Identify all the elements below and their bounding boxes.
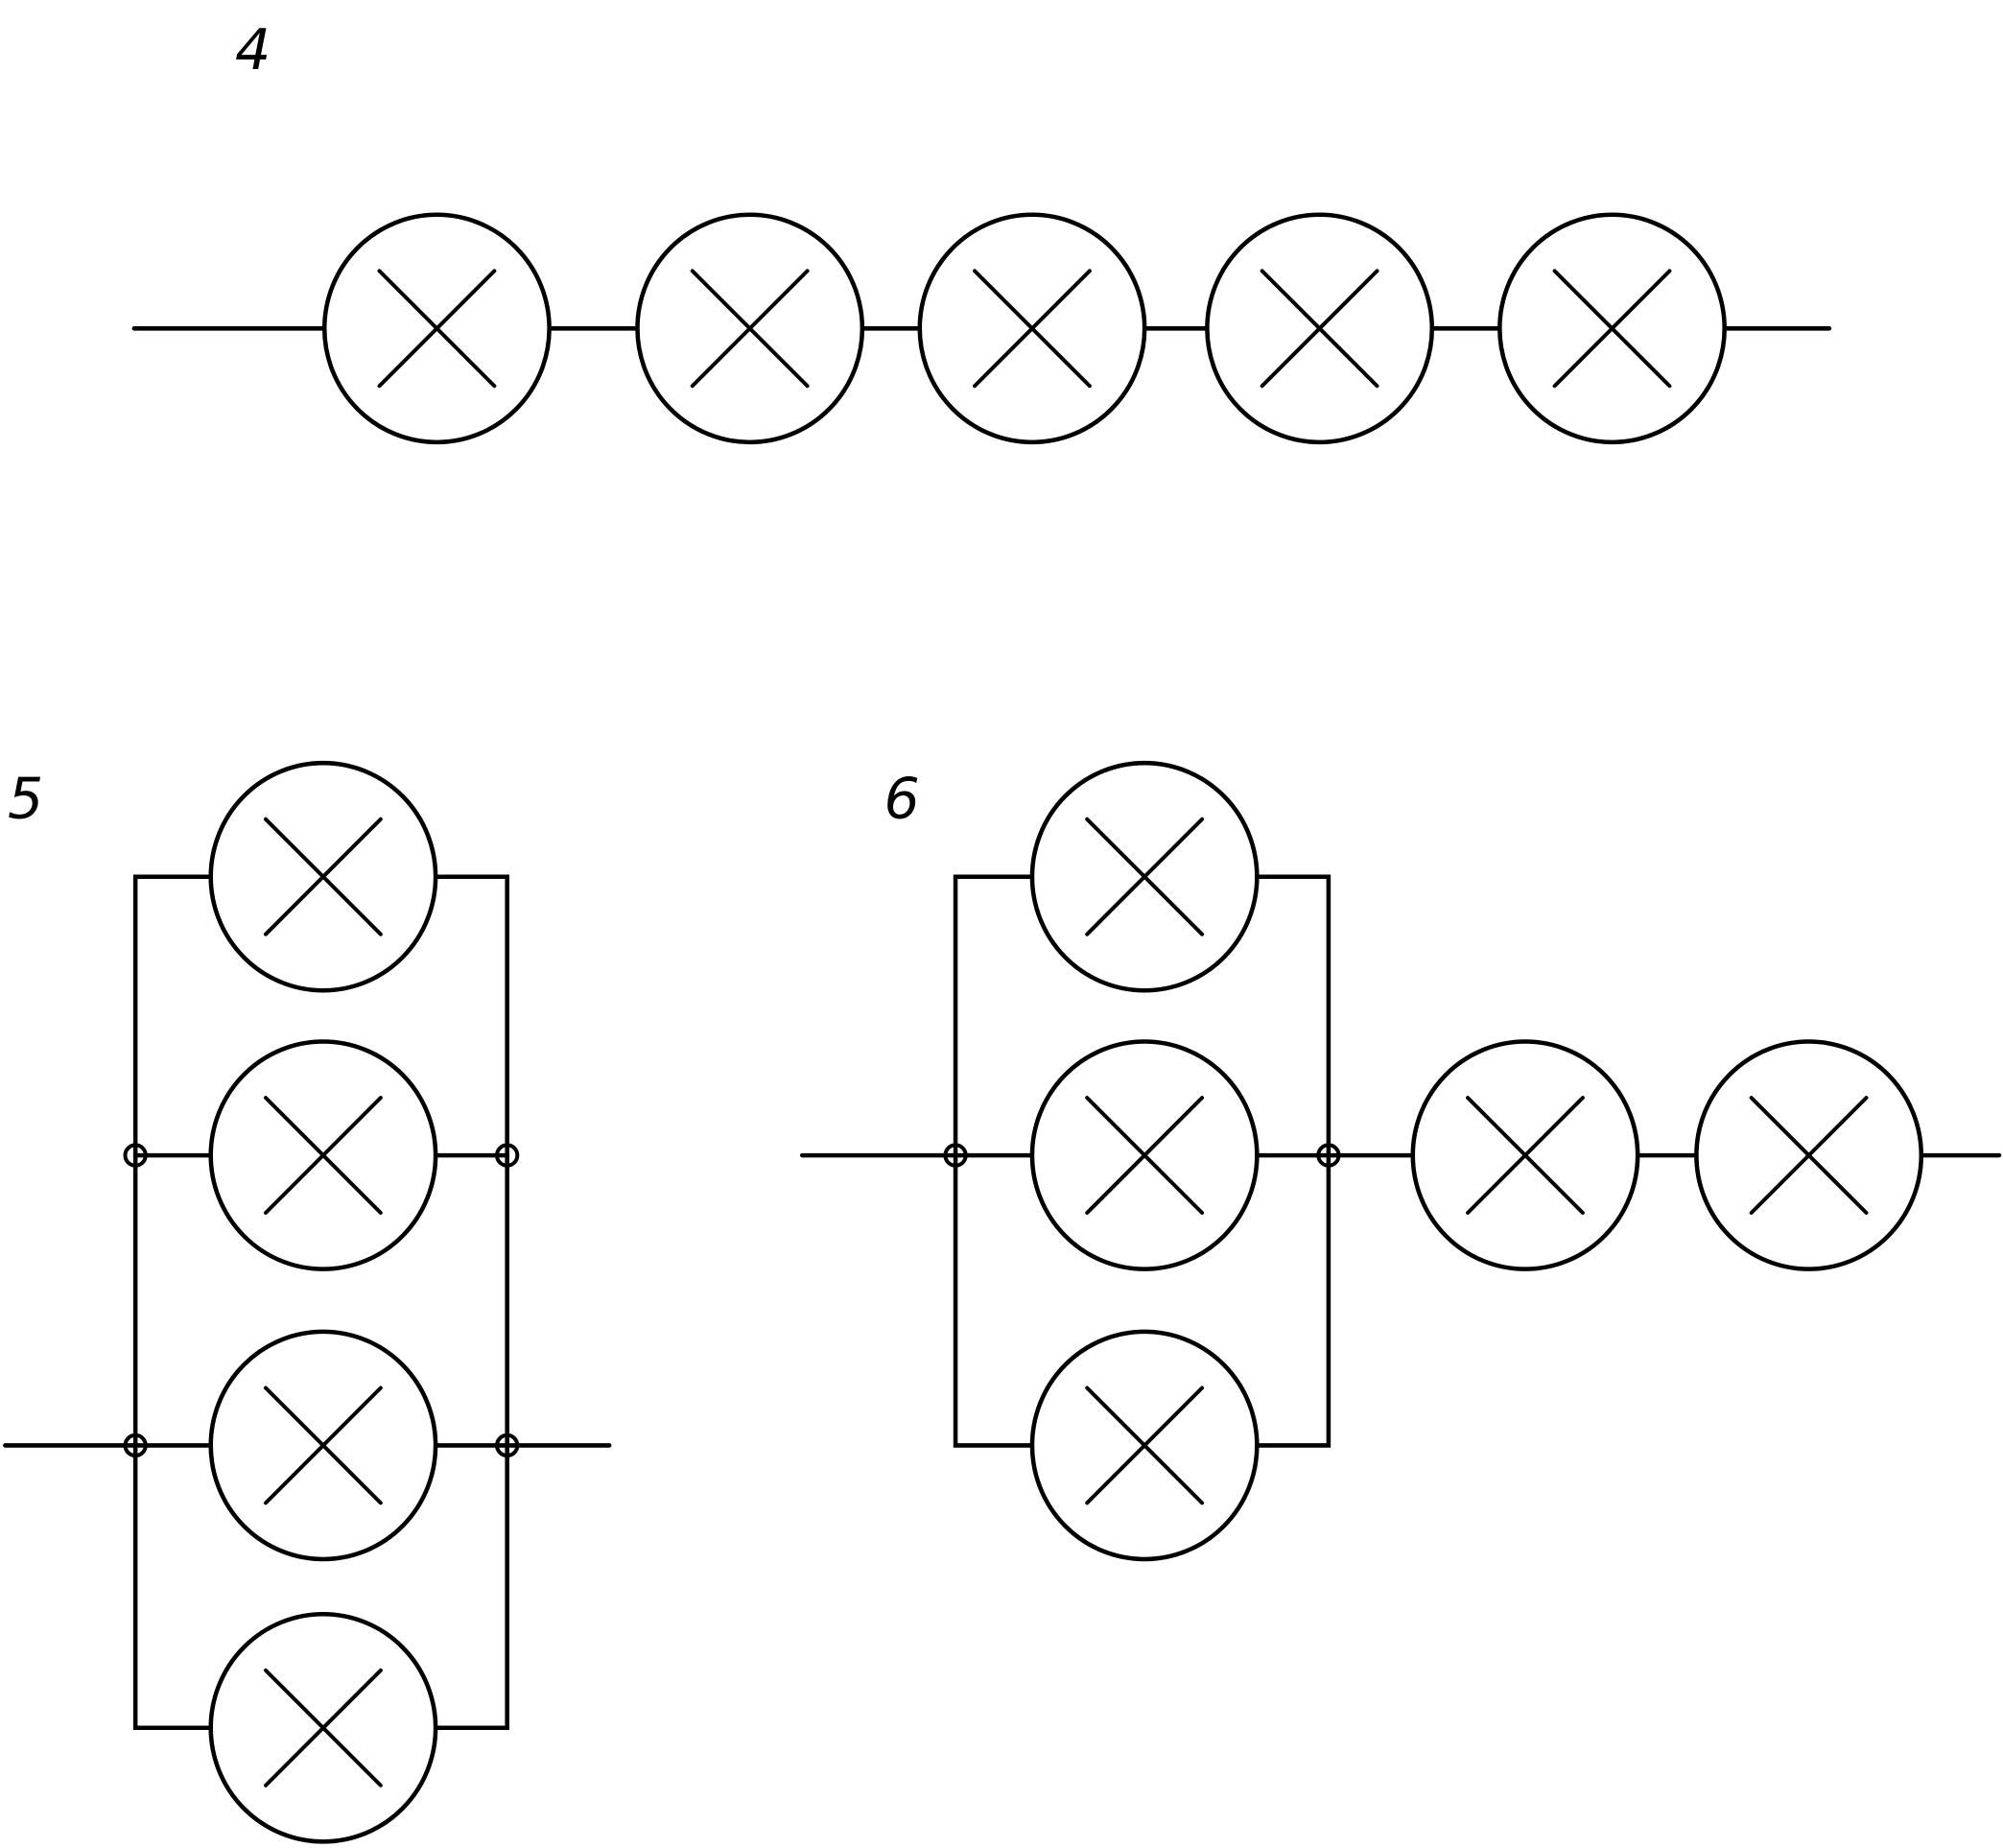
junction-node (123, 1143, 148, 1168)
diagram-label-5: 5 (8, 766, 43, 831)
diagram-label-4: 4 (235, 17, 271, 83)
lamp-icon (1497, 212, 1727, 445)
lamp-icon (1205, 212, 1435, 445)
lamp-cross (263, 817, 383, 936)
lamp-cross (1085, 1386, 1205, 1505)
lamp-cross (377, 269, 497, 389)
junction-node (1316, 1143, 1341, 1168)
lamp-cross (1466, 1096, 1585, 1216)
lamps (208, 212, 1924, 1844)
lamp-icon (208, 1611, 438, 1844)
junction-node (943, 1143, 968, 1168)
lamp-icon (208, 1329, 438, 1562)
lamp-cross (973, 269, 1092, 389)
diagram-5-parallel (3, 874, 612, 1731)
lamp-cross (1085, 1096, 1205, 1216)
lamp-icon (1410, 1039, 1640, 1271)
lamp-icon (1029, 1039, 1260, 1271)
lamp-icon (1694, 1039, 1924, 1271)
lamp-icon (635, 212, 865, 445)
lamp-cross (1085, 817, 1205, 936)
diagram-label-6: 6 (884, 766, 919, 831)
lamp-icon (208, 1039, 438, 1271)
lamp-cross (1552, 269, 1672, 389)
lamp-cross (263, 1668, 383, 1788)
lamp-icon (917, 212, 1147, 445)
lamp-cross (263, 1096, 383, 1216)
junction-node (123, 1433, 148, 1458)
lamp-icon (1029, 760, 1260, 993)
right-bus (320, 874, 509, 1731)
left-bus (132, 874, 326, 1731)
lamp-cross (263, 1386, 383, 1505)
lamp-icon (1029, 1329, 1260, 1562)
lamp-cross (690, 269, 810, 389)
lamp-icon (321, 212, 552, 445)
lamp-cross (1260, 269, 1379, 389)
lamp-cross (1749, 1096, 1869, 1216)
junction-node (495, 1143, 520, 1168)
junction-node (495, 1433, 520, 1458)
lamp-icon (208, 760, 438, 993)
